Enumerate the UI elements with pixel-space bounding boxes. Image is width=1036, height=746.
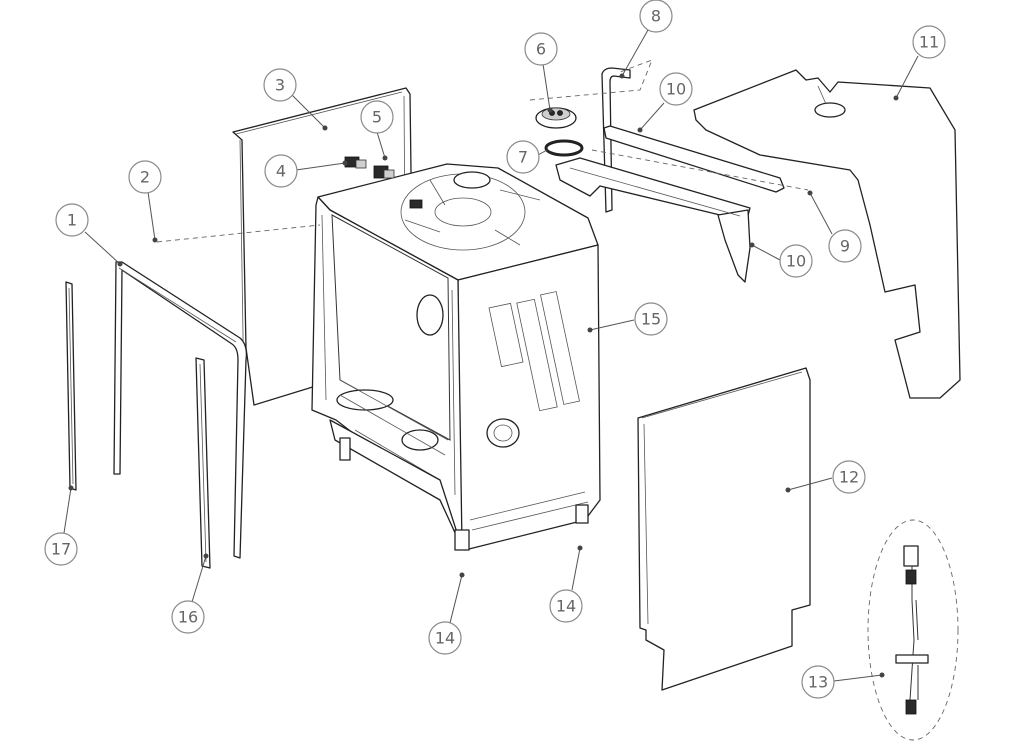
callout-14-right: 14 — [549, 589, 583, 623]
callout-14-left-label: 14 — [435, 629, 455, 648]
callout-16: 16 — [171, 600, 205, 634]
leader-lines — [63, 29, 919, 682]
callout-8: 8 — [639, 0, 673, 33]
component-5-part — [373, 165, 423, 209]
callout-11: 11 — [912, 25, 946, 59]
tub-body-part — [311, 163, 601, 551]
callout-1: 1 — [55, 203, 89, 237]
callout-6-label: 6 — [536, 40, 546, 59]
callout-3: 3 — [263, 68, 297, 102]
door-gasket-part — [113, 261, 248, 559]
strip-17-part — [65, 281, 77, 491]
callout-10-bottom: 10 — [779, 244, 813, 278]
callout-5: 5 — [360, 100, 394, 134]
callout-3-label: 3 — [275, 76, 285, 95]
callout-14-right-label: 14 — [556, 597, 576, 616]
callout-4: 4 — [264, 154, 298, 188]
callout-14-left: 14 — [428, 621, 462, 655]
power-cord-part — [867, 519, 959, 741]
channel-10-part — [555, 125, 785, 283]
callout-2-label: 2 — [140, 168, 150, 187]
callout-12-label: 12 — [839, 468, 859, 487]
callout-7: 7 — [506, 140, 540, 174]
callout-15: 15 — [634, 302, 668, 336]
callout-9: 9 — [828, 229, 862, 263]
callout-10-bottom-label: 10 — [786, 252, 806, 271]
callout-10-top: 10 — [659, 72, 693, 106]
callout-1-label: 1 — [67, 211, 77, 230]
callout-11-label: 11 — [919, 33, 939, 52]
callout-5-label: 5 — [372, 108, 382, 127]
cap-6-part — [535, 107, 577, 129]
callout-16-label: 16 — [178, 608, 198, 627]
callout-13-label: 13 — [808, 673, 828, 692]
strip-16-part — [195, 357, 211, 569]
callout-10-top-label: 10 — [666, 80, 686, 99]
callout-9-label: 9 — [840, 237, 850, 256]
component-4-part — [344, 156, 367, 169]
callout-2: 2 — [128, 160, 162, 194]
assembly-lines — [156, 59, 809, 243]
callout-17: 17 — [44, 532, 78, 566]
top-cover-part — [693, 69, 961, 399]
callout-15-label: 15 — [641, 310, 661, 329]
side-panel-12-part — [637, 367, 811, 691]
callout-17-label: 17 — [51, 540, 71, 559]
callout-7-label: 7 — [518, 148, 528, 167]
callout-6: 6 — [524, 32, 558, 66]
ring-7-part — [544, 139, 584, 157]
callout-4-label: 4 — [276, 162, 286, 181]
callout-8-label: 8 — [651, 7, 661, 26]
callout-12: 12 — [832, 460, 866, 494]
callout-13: 13 — [801, 665, 835, 699]
